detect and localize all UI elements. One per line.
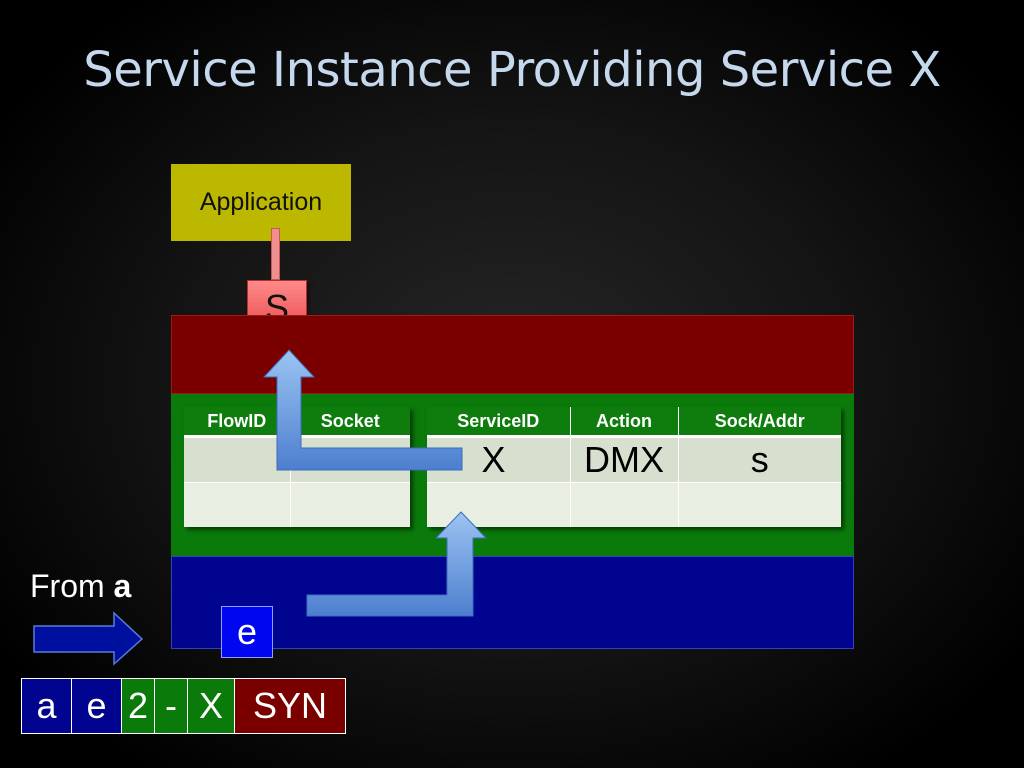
packet-field-src: a	[21, 678, 72, 734]
flow-table: FlowID Socket	[184, 407, 410, 527]
service-table-header-serviceid: ServiceID	[427, 407, 571, 438]
application-box: Application	[171, 164, 351, 241]
interface-e-box: e	[221, 606, 273, 658]
service-table-row	[427, 482, 841, 527]
packet-field-iface: e	[71, 678, 122, 734]
service-table-cell: s	[678, 436, 841, 483]
flow-table-header-flowid: FlowID	[184, 407, 291, 438]
flow-table-cell	[184, 482, 291, 527]
packet-field-flag: SYN	[234, 678, 346, 734]
packet-header: a e 2 - X SYN	[21, 678, 346, 734]
packet-field-service: X	[187, 678, 235, 734]
service-table-cell	[570, 482, 679, 527]
from-label-prefix: From	[30, 568, 114, 604]
arrow-to-service-table	[306, 511, 488, 617]
application-label: Application	[199, 188, 323, 216]
from-label-source: a	[113, 568, 132, 604]
arrow-to-socket	[262, 349, 463, 471]
service-table-row: X DMX s	[427, 436, 841, 483]
flow-table-cell	[184, 436, 291, 483]
incoming-arrow	[33, 611, 144, 666]
service-table: ServiceID Action Sock/Addr X DMX s	[427, 407, 841, 527]
slide-title: Service Instance Providing Service X	[83, 42, 941, 98]
service-table-header-action: Action	[570, 407, 679, 438]
service-table-cell: X	[427, 436, 571, 483]
interface-e-label: e	[236, 611, 258, 652]
packet-field-2: 2	[121, 678, 155, 734]
flow-table-row	[184, 482, 410, 527]
flow-table-cell	[290, 482, 410, 527]
packet-field-dash: -	[154, 678, 188, 734]
application-socket-connector	[271, 228, 280, 280]
flow-table-header-row: FlowID Socket	[184, 407, 410, 438]
service-table-cell	[427, 482, 571, 527]
service-table-header-row: ServiceID Action Sock/Addr	[427, 407, 841, 438]
service-table-cell: DMX	[570, 436, 679, 483]
from-label: From a	[30, 568, 131, 605]
blue-layer	[171, 556, 854, 649]
service-table-cell	[678, 482, 841, 527]
service-table-header-sockaddr: Sock/Addr	[678, 407, 841, 438]
flow-table-header-socket: Socket	[290, 407, 410, 438]
